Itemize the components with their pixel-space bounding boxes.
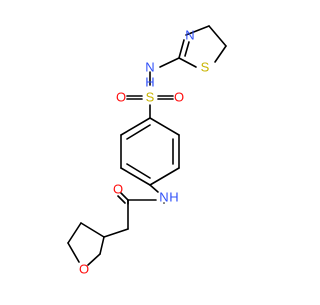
bond bbox=[149, 117, 180, 136]
atom-o-carbonyl: O bbox=[113, 182, 123, 197]
sulfonamide-group bbox=[126, 57, 180, 119]
atom-h-amide: H bbox=[169, 190, 178, 205]
atom-o-sulfonyl-right: O bbox=[174, 90, 184, 105]
atom-o-sulfonyl-left: O bbox=[116, 90, 126, 105]
bond bbox=[159, 57, 180, 68]
bond-inner bbox=[126, 163, 151, 179]
atom-s-thiazoline: S bbox=[201, 60, 210, 75]
bond bbox=[185, 25, 210, 36]
bond bbox=[120, 167, 151, 186]
bond bbox=[178, 57, 197, 68]
atom-h-sulfonamide: H bbox=[145, 75, 154, 90]
bond bbox=[149, 184, 159, 193]
bond bbox=[149, 167, 180, 186]
atom-o-thf: O bbox=[79, 262, 89, 277]
bond bbox=[214, 45, 227, 63]
amide-group bbox=[117, 184, 165, 230]
bond bbox=[67, 242, 80, 263]
molecule-structure: N S N H S O O N H O O bbox=[67, 25, 227, 277]
atom-n-sulfonamide: N bbox=[145, 60, 154, 75]
bond bbox=[103, 228, 129, 238]
bond-double bbox=[120, 192, 129, 201]
atom-n-thiazoline: N bbox=[185, 28, 194, 43]
benzene-ring bbox=[120, 117, 180, 186]
bond bbox=[87, 253, 101, 266]
thf-ring bbox=[67, 222, 129, 266]
molecule-canvas: N S N H S O O N H O O bbox=[67, 25, 227, 277]
bond-double bbox=[184, 41, 190, 57]
bond bbox=[67, 222, 82, 244]
bond bbox=[120, 117, 151, 136]
bond bbox=[80, 222, 105, 238]
atom-n-amide: N bbox=[159, 190, 168, 205]
bond-double bbox=[117, 195, 126, 204]
bond bbox=[208, 25, 227, 47]
bond-inner bbox=[126, 124, 151, 140]
thiazoline-ring bbox=[178, 25, 227, 68]
bond bbox=[178, 39, 185, 59]
atom-s-sulfonyl: S bbox=[146, 90, 155, 105]
bond bbox=[99, 236, 105, 255]
